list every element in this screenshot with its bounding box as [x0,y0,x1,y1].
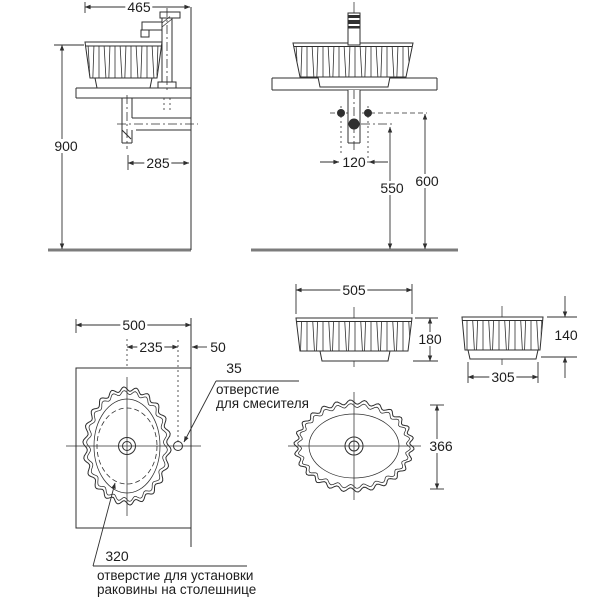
countertop-side [75,87,191,99]
drain-connection-point [348,118,360,130]
dim-550-label: 550 [378,180,406,196]
faucet-front [347,2,361,46]
drain-hole-plan [344,436,364,456]
dim-285-label: 285 [144,155,172,171]
faucet-spout [141,21,163,31]
dim-140-label: 140 [552,327,580,343]
callout-cutout [92,482,247,567]
dim-505-label: 505 [340,282,368,298]
basin-front [292,42,414,88]
faucet-hole [173,441,183,451]
drain-hole [118,437,136,455]
dim-465-label: 465 [125,0,153,15]
side-view [48,2,198,252]
basin-rim-outer-plan [82,386,172,506]
dim-50-label: 50 [208,339,228,355]
drain-pipe-side [117,95,198,149]
dim-366-label: 366 [427,438,455,454]
dim-305-label: 305 [489,369,517,385]
dim-500-label: 500 [120,317,148,333]
basin-bowl [308,413,400,479]
basin-rim-inner-plan [86,390,168,502]
faucet-side [140,8,181,112]
basin-rim-inner [297,403,411,489]
basin-base-front [317,76,391,88]
mounting-cutout-dashed [96,407,158,485]
drain-pipe-front [347,90,361,144]
dim-35-label: 35 [224,360,244,376]
dim-140 [541,296,577,378]
basin-elevation-small [461,296,577,383]
callout-faucet-hole [183,380,299,443]
basin-side [84,41,163,89]
faucet-hole-note: отверстие для смесителя [216,382,309,411]
basin-base-side [94,77,153,89]
dim-180-label: 180 [416,331,444,347]
basin-rim-outer [293,399,415,493]
cutout-note: отверстие для установки раковины на стол… [97,568,257,597]
dim-320-label: 320 [103,548,131,564]
water-supply-points [337,109,393,130]
dim-120-label: 120 [340,154,368,170]
basin-bowl-plan [93,398,161,494]
basin-elevation-large [295,284,438,367]
dim-900-label: 900 [52,138,80,154]
basin-plan-view [288,392,444,500]
countertop-plan-view [66,318,299,567]
front-view [251,2,458,252]
dim-235-label: 235 [137,339,165,355]
dim-600-label: 600 [413,173,441,189]
